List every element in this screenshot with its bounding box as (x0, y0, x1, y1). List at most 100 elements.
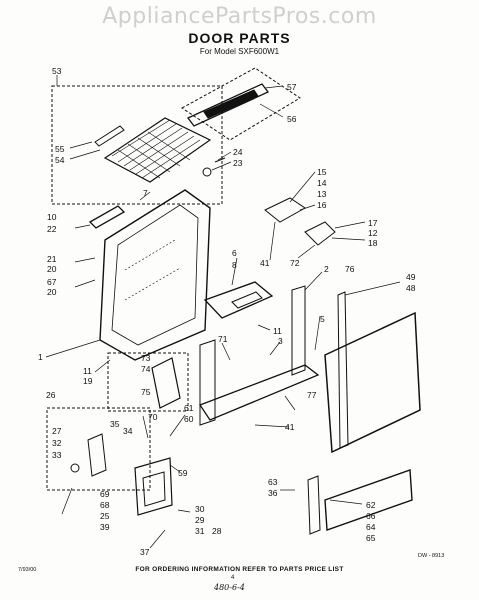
callout-label: 13 (317, 189, 327, 199)
callout-label: 8 (232, 260, 237, 270)
callout-label: 74 (141, 364, 151, 374)
callout-label: 7 (143, 188, 148, 198)
callout-label: 33 (52, 450, 62, 460)
callout-label: 67 (47, 277, 57, 287)
callout-label: 39 (100, 522, 110, 532)
top-trim-strip (186, 83, 270, 127)
callout-label: 29 (195, 515, 205, 525)
panel-trim-strip (337, 291, 349, 449)
callout-label: 69 (100, 489, 110, 499)
group-box-filter (51, 85, 223, 205)
callout-label: 41 (260, 258, 270, 268)
vent-grille (103, 117, 212, 183)
group-box-rail (181, 67, 301, 141)
door-frame (199, 285, 320, 426)
callout-label: 60 (184, 414, 194, 424)
group-box-latch (107, 352, 189, 412)
callout-label: 64 (366, 522, 376, 532)
callout-label: 28 (212, 526, 222, 536)
callout-label: 16 (317, 200, 327, 210)
callout-label: 20 (47, 287, 57, 297)
door-handle (203, 281, 274, 319)
callout-label: 57 (287, 82, 297, 92)
callout-label: 62 (366, 500, 376, 510)
callout-label: 76 (345, 264, 355, 274)
callout-label: 68 (100, 500, 110, 510)
callout-label: 32 (52, 438, 62, 448)
vent-handle (94, 125, 125, 147)
callout-label: 72 (290, 258, 300, 268)
callout-label: 36 (268, 488, 278, 498)
vent-door-window (142, 471, 166, 507)
page-title: DOOR PARTS (188, 30, 291, 46)
screw-23 (202, 167, 212, 177)
callout-label: 55 (55, 144, 65, 154)
callout-label: 34 (123, 426, 133, 436)
callout-label: 25 (100, 511, 110, 521)
callout-label: 18 (368, 238, 378, 248)
callout-label: 56 (287, 114, 297, 124)
outer-door-panel (324, 311, 421, 454)
callout-label: 5 (320, 314, 325, 324)
door-hinge (87, 433, 107, 477)
callout-label: 48 (406, 283, 416, 293)
callout-label: 17 (368, 218, 378, 228)
callout-label: 54 (55, 155, 65, 165)
screw-24 (214, 157, 226, 163)
callout-label: 77 (307, 390, 317, 400)
callout-label: 41 (285, 422, 295, 432)
callout-label: 70 (148, 412, 158, 422)
inner-door-panel (99, 189, 211, 361)
callout-label: 75 (141, 387, 151, 397)
callout-label: 27 (52, 426, 62, 436)
callout-label: 31 (195, 526, 205, 536)
callout-label: 2 (324, 264, 329, 274)
page-subtitle: For Model SXF600W1 (199, 47, 280, 56)
callout-label: 59 (178, 468, 188, 478)
callout-label: 23 (233, 158, 243, 168)
callout-label: 63 (268, 477, 278, 487)
callout-label: 53 (52, 66, 62, 76)
callout-label: 26 (46, 390, 56, 400)
door-switch (304, 221, 336, 246)
dispenser-cup (88, 205, 126, 229)
callout-label: 6 (232, 248, 237, 258)
vent-door-assembly (134, 457, 173, 516)
callout-label: 65 (366, 533, 376, 543)
handle-insert (231, 291, 263, 309)
callout-label: 1 (38, 352, 43, 362)
callout-label: 11 (273, 326, 282, 336)
hinge-bushing (70, 463, 80, 473)
callout-label: 35 (110, 419, 120, 429)
callout-label: 24 (233, 147, 243, 157)
callout-label: 21 (47, 254, 57, 264)
callout-label: 73 (141, 353, 151, 363)
group-box-hinge-parts (46, 407, 151, 491)
callout-label: 10 (47, 212, 57, 222)
leader-lines (45, 75, 401, 549)
callout-label: 11 (83, 366, 92, 376)
callout-label: 61 (184, 403, 194, 413)
latch-assembly (151, 357, 181, 409)
kick-plate (324, 469, 413, 531)
callout-label: 19 (83, 376, 93, 386)
watermark-logo: AppliancePartsPros.com (102, 4, 377, 29)
print-code: 7/93/00 (18, 567, 37, 573)
top-trim-insert (203, 89, 259, 119)
callout-label: 37 (140, 547, 150, 557)
callout-labels: 53 57 56 55 54 24 23 7 15 14 13 16 10 22… (38, 66, 416, 557)
callout-label: 22 (47, 224, 57, 234)
callout-label: 20 (47, 264, 57, 274)
callout-label: 12 (368, 228, 378, 238)
callout-label: 30 (195, 504, 205, 514)
ordering-note: FOR ORDERING INFORMATION REFER TO PARTS … (135, 566, 344, 573)
callout-label: 3 (278, 336, 283, 346)
callout-label: 49 (406, 272, 416, 282)
door-latch-bracket (264, 197, 306, 223)
handwritten-note: 480-6-4 (214, 583, 245, 592)
callout-label: 14 (317, 178, 327, 188)
callout-label: 71 (218, 334, 228, 344)
callout-label: 66 (366, 511, 376, 521)
